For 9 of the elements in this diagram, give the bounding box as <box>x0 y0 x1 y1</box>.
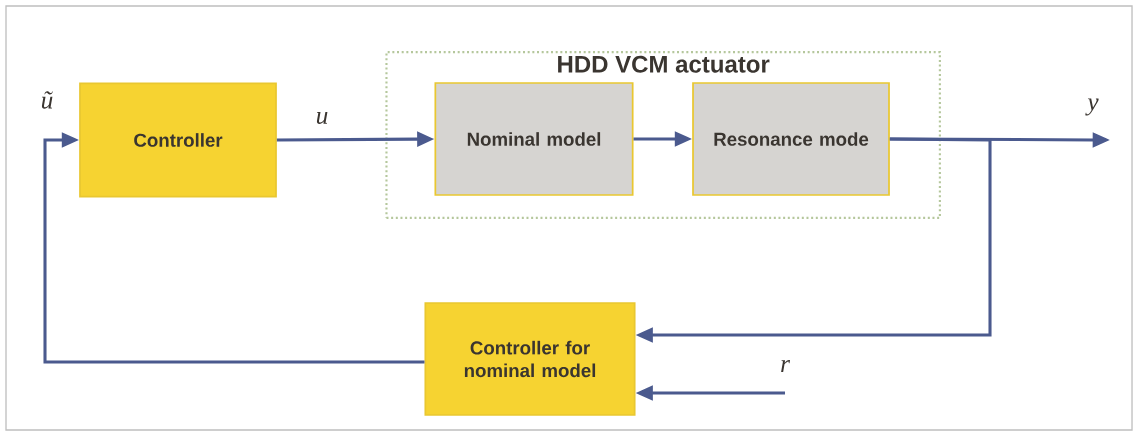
signal-label: ũ <box>39 90 55 111</box>
block-box: Resonance mode <box>692 82 890 196</box>
signal-label: u <box>314 110 330 126</box>
block-box: Nominal model <box>434 82 634 196</box>
signal-label: r <box>781 360 790 372</box>
block-box: Controller <box>79 82 277 198</box>
arrow <box>43 132 425 364</box>
signal-label: y <box>1085 97 1100 117</box>
block-box: Controller for nominal model <box>424 302 636 416</box>
